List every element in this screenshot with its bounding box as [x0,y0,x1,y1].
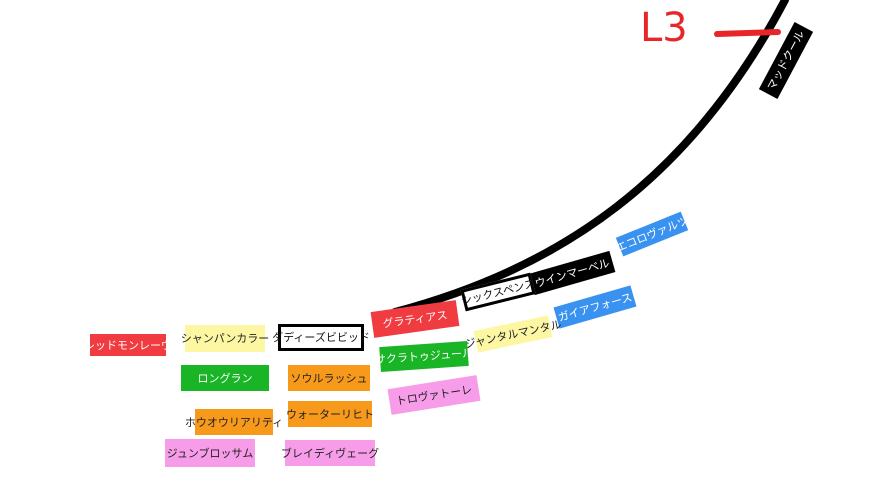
marker-label-l3: L3 [640,5,688,51]
horse-tag: ブレイディヴェーグ [281,440,379,466]
horse-tag: ロングラン [181,365,269,391]
marker-line [714,29,781,37]
horse-tag: ダディーズビビッド [272,324,370,351]
horse-tag: ソウルラッシュ [288,365,370,391]
horse-tag: レッドモンレーヴ [84,334,172,356]
horse-tag: ホウオウリアリティ [185,409,283,435]
horse-tag: シャンパンカラー [181,325,269,352]
horse-tag: ウォーターリヒト [286,401,374,427]
horse-tag: ジュンブロッサム [165,439,255,467]
